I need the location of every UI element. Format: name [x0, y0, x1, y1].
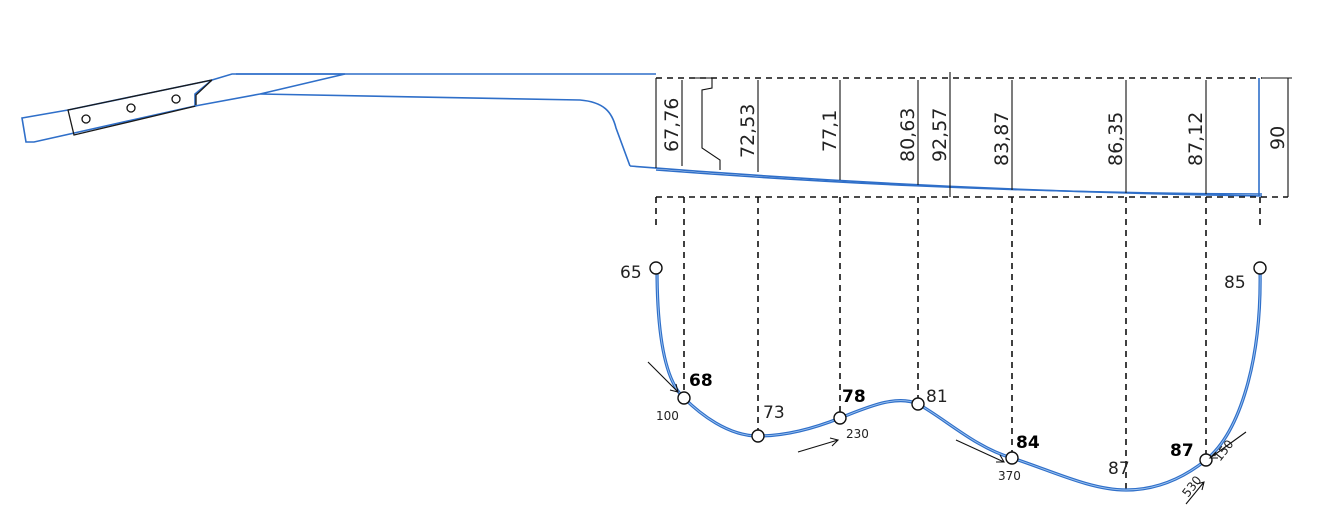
- point-marker-73: [751, 429, 765, 443]
- neck-bottom-edge: [194, 93, 261, 107]
- spacing-label-370: 370: [998, 469, 1021, 483]
- spacing-label-230: 230: [846, 427, 869, 441]
- point-label-78: 78: [842, 387, 866, 407]
- point-marker-65: [649, 261, 663, 275]
- point-marker-68: [677, 391, 691, 405]
- dim-label-3: 77,1: [819, 110, 841, 152]
- neck: [194, 73, 656, 167]
- point-label-68: 68: [689, 371, 713, 391]
- point-label-87a: 87: [1108, 459, 1130, 479]
- dim-label-2: 72,53: [737, 104, 759, 158]
- dim-label-1: 67,76: [661, 98, 683, 152]
- nut-bracket: [695, 77, 721, 170]
- dim-label-7: 86,35: [1105, 112, 1127, 166]
- headstock-outline: [21, 79, 213, 143]
- dimension-lines: [681, 72, 1289, 197]
- arrow-100: [647, 361, 679, 393]
- fretboard-bottom-curve-2: [655, 169, 1263, 195]
- tuner-hole-3: [171, 94, 181, 104]
- spacing-label-530: 530: [1179, 473, 1204, 500]
- headstock-plate: [67, 78, 215, 136]
- arrow-530: [1185, 481, 1205, 505]
- spacing-label-100: 100: [656, 409, 679, 423]
- point-marker-81: [911, 397, 925, 411]
- dim-label-8: 87,12: [1185, 112, 1207, 166]
- point-label-65: 65: [620, 263, 642, 283]
- spacing-arrows: [647, 361, 1247, 505]
- headstock: [21, 78, 215, 143]
- point-marker-85: [1253, 261, 1267, 275]
- point-label-81: 81: [926, 387, 948, 407]
- fretboard-bottom-curve: [629, 165, 1263, 197]
- dim-label-5: 92,57: [929, 108, 951, 162]
- neck-inner-line: [236, 73, 631, 167]
- point-marker-84: [1005, 451, 1019, 465]
- projection-lines: [655, 197, 1261, 490]
- point-marker-78: [833, 411, 847, 425]
- tuner-hole-2: [126, 103, 136, 113]
- fretboard: [629, 77, 1263, 197]
- neck-top-edge: [211, 73, 656, 81]
- dim-label-6: 83,87: [991, 112, 1013, 166]
- dim-label-9: 90: [1267, 126, 1289, 150]
- tuner-hole-1: [81, 114, 91, 124]
- point-label-87b: 87: [1170, 441, 1194, 461]
- arrow-230: [797, 437, 840, 453]
- point-label-84: 84: [1016, 433, 1040, 453]
- point-label-85: 85: [1224, 273, 1246, 293]
- point-marker-87b: [1199, 453, 1213, 467]
- arrow-370: [955, 439, 1005, 463]
- point-label-73: 73: [763, 403, 785, 423]
- arrow-150: [1208, 431, 1247, 459]
- dim-label-4: 80,63: [897, 108, 919, 162]
